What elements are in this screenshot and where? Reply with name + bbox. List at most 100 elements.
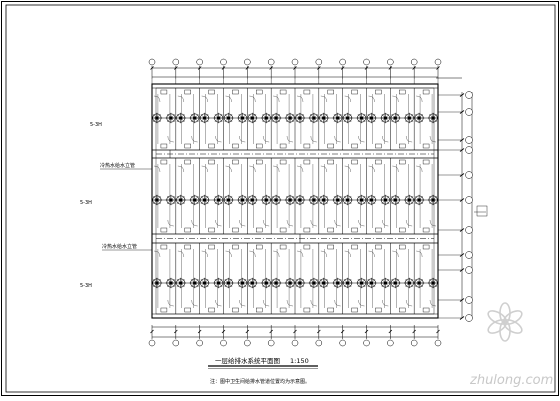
door-swing — [382, 135, 389, 143]
fixture-box — [375, 159, 382, 165]
fixture-box — [160, 89, 168, 95]
axis-bubble — [267, 58, 275, 66]
axis-bubble — [434, 339, 442, 347]
fixture-box — [351, 159, 358, 165]
sanitary-fixture — [165, 112, 177, 124]
sanitary-fixture — [404, 277, 415, 289]
fixture-box — [303, 143, 311, 149]
sanitary-fixture — [427, 194, 439, 206]
fixture-box — [256, 244, 263, 250]
fixture-box — [160, 227, 168, 233]
axis-bubble — [148, 58, 156, 66]
door-swing — [310, 219, 317, 227]
sanitary-fixture — [332, 277, 343, 289]
door-swing — [392, 250, 399, 258]
fixture-box — [184, 159, 191, 165]
dimension-slash — [197, 329, 202, 334]
sanitary-fixture — [318, 112, 329, 124]
fixture-box — [399, 227, 406, 233]
door-swing — [358, 219, 365, 227]
door-swing — [334, 299, 341, 307]
drawing-title: 一层给排水系统平面图 — [215, 356, 280, 365]
fixture-box — [256, 227, 263, 233]
dimension-slash — [436, 329, 440, 334]
sanitary-fixture — [199, 277, 210, 289]
door-swing — [368, 165, 375, 173]
sanitary-fixture — [175, 194, 186, 206]
axis-bubble — [465, 171, 473, 179]
dimension-slash — [436, 66, 440, 70]
door-swing — [191, 219, 198, 227]
fixture-box — [232, 143, 239, 149]
corridor-pipes — [156, 150, 434, 243]
sanitary-fixture — [237, 112, 248, 124]
sanitary-fixture — [270, 277, 282, 289]
sanitary-fixture — [237, 277, 248, 289]
door-swing — [286, 299, 294, 307]
door-swing — [153, 95, 161, 103]
top-axis-bubbles — [148, 58, 442, 84]
dimension-slash — [221, 329, 226, 334]
axis-bubble — [465, 146, 473, 154]
door-swing — [201, 250, 208, 258]
fixture-box — [351, 227, 358, 233]
axis-bubble — [220, 58, 227, 66]
dimension-slash — [269, 329, 273, 334]
axis-bubble — [339, 339, 346, 347]
dimension-ticks — [150, 66, 440, 339]
door-swing — [225, 95, 232, 103]
axis-bubble — [363, 58, 370, 66]
fixture-box — [232, 159, 239, 165]
door-swing — [263, 135, 270, 143]
sanitary-fixture — [390, 194, 401, 206]
corridors — [152, 149, 438, 244]
fixture-box — [351, 143, 358, 149]
axis-bubble — [172, 339, 180, 347]
door-swing — [296, 95, 304, 103]
door-swing — [429, 135, 437, 143]
dimension-slash — [197, 66, 202, 70]
fixture-box — [422, 227, 430, 233]
door-swing — [273, 250, 280, 258]
door-swing — [273, 95, 280, 103]
fixture-box — [303, 159, 311, 165]
fixture-box — [422, 244, 430, 250]
door-swing — [382, 299, 389, 307]
fixture-box — [327, 244, 334, 250]
fixture-box — [399, 307, 406, 313]
fixture-box — [160, 244, 168, 250]
axis-bubble — [291, 339, 299, 347]
room-band — [151, 157, 439, 235]
dimension-slash — [459, 93, 465, 97]
door-swing — [191, 135, 198, 143]
sanitary-fixture — [189, 112, 200, 124]
dimension-slash — [459, 228, 465, 232]
sanitary-fixture — [294, 112, 306, 124]
fixture-box — [208, 227, 215, 233]
door-swing — [320, 95, 327, 103]
fixture-box — [375, 227, 382, 233]
door-swing — [249, 165, 256, 173]
inner-frame — [5, 4, 556, 393]
door-swing — [296, 250, 304, 258]
axis-bubble — [387, 339, 394, 347]
fixture-box — [184, 227, 191, 233]
sanitary-fixture — [366, 194, 377, 206]
door-swing — [382, 219, 389, 227]
door-swing — [263, 299, 270, 307]
door-swing — [429, 219, 437, 227]
sanitary-fixture — [380, 277, 391, 289]
sanitary-fixture — [318, 194, 329, 206]
door-swing — [239, 135, 246, 143]
sanitary-fixture — [427, 112, 439, 124]
fixture-box — [375, 244, 382, 250]
sanitary-fixture — [427, 277, 439, 289]
fixture-box — [184, 307, 191, 313]
dimension-slash — [245, 66, 250, 70]
axis-bubble — [148, 339, 156, 347]
dimension-slash — [412, 329, 416, 334]
fixture-box — [303, 244, 311, 250]
room-band — [151, 87, 439, 151]
